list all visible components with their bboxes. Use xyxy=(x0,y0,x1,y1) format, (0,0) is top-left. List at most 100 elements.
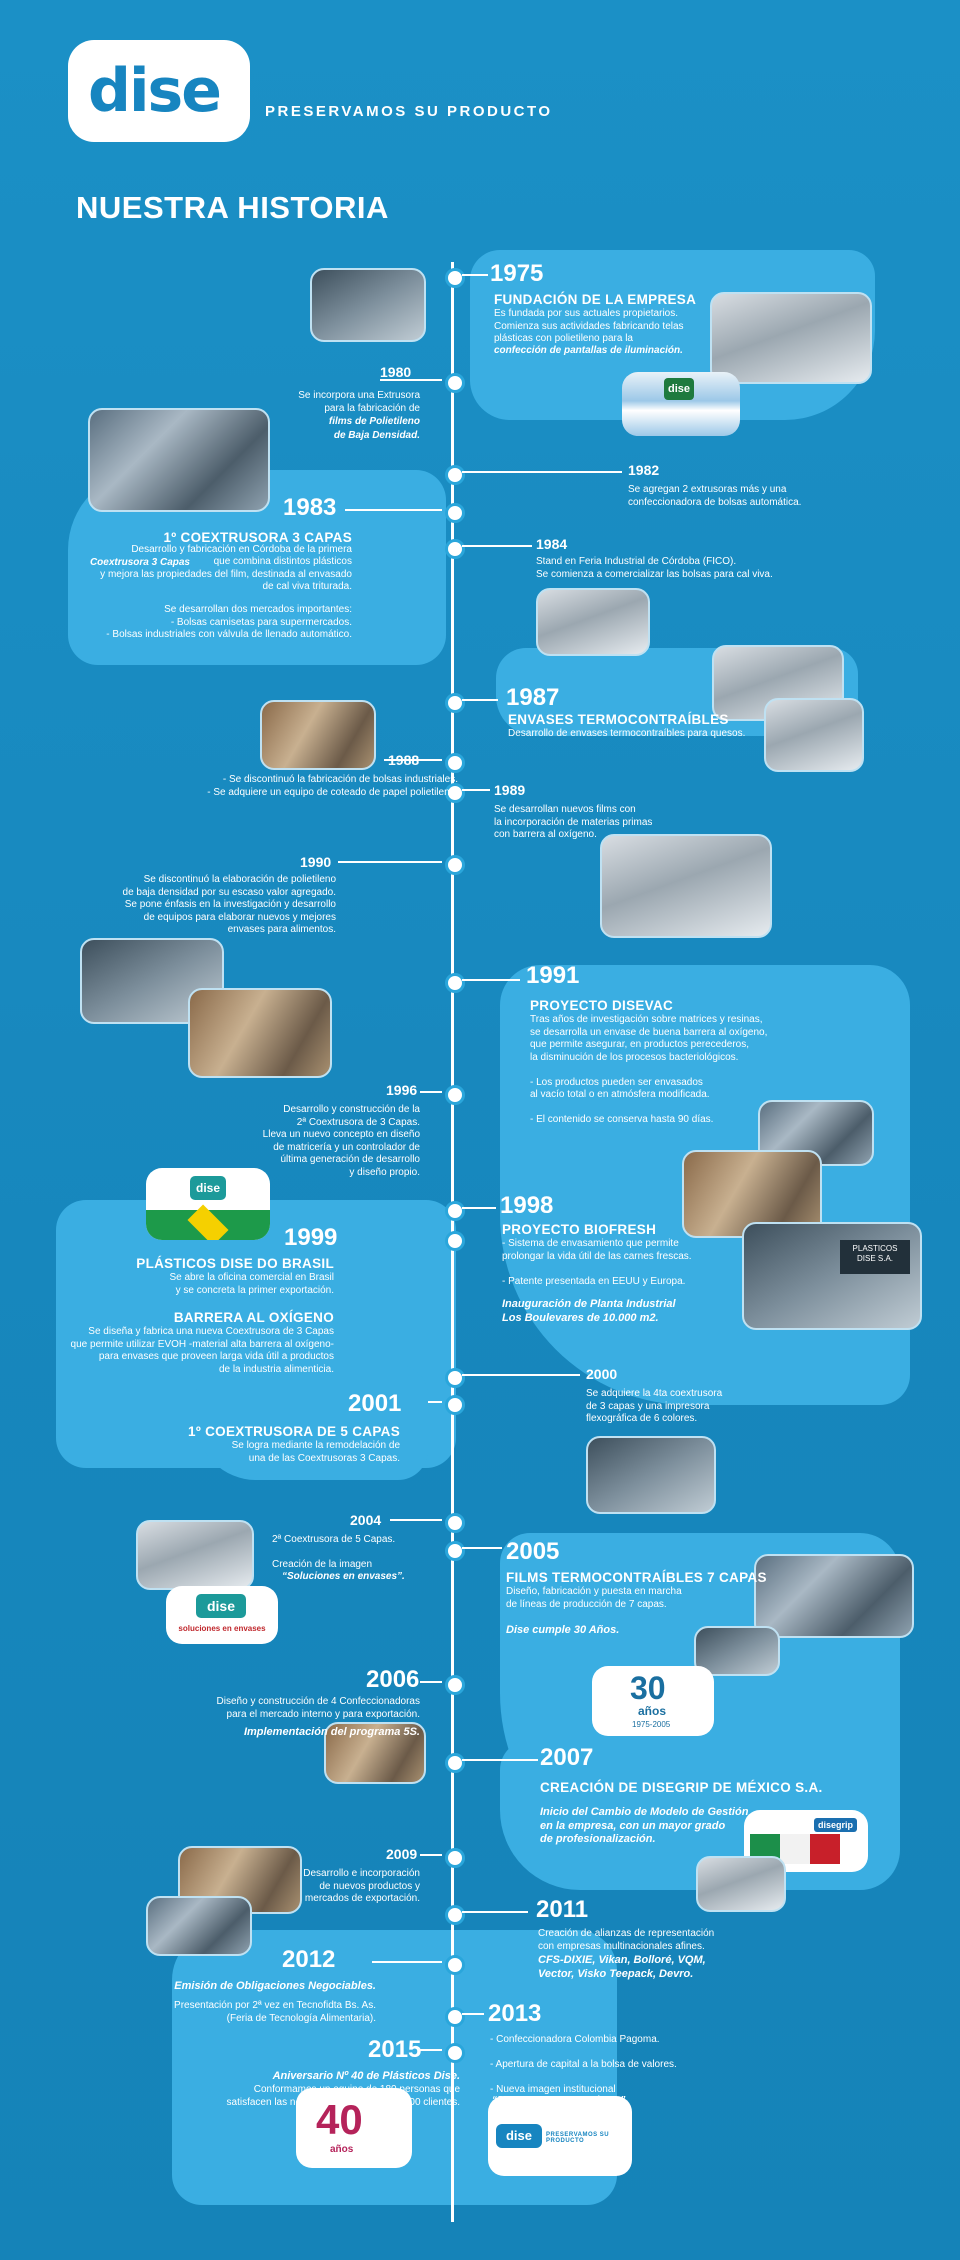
title-2001: 1º COEXTRUSORA DE 5 CAPAS xyxy=(188,1424,400,1439)
soluciones-card: dise soluciones en envases xyxy=(166,1586,278,1644)
dot-2015[interactable] xyxy=(445,2043,465,2063)
dot-2009[interactable] xyxy=(445,1848,465,1868)
dot-2013[interactable] xyxy=(445,2007,465,2027)
page-title: NUESTRA HISTORIA xyxy=(76,190,389,225)
text-1983-b: que combina distintos plásticos y mejora… xyxy=(100,556,352,592)
text-2004: 2ª Coextrusora de 5 Capas. Creación de l… xyxy=(272,1534,396,1570)
connector-2006 xyxy=(420,1681,442,1683)
highlight-1980: films de Polietileno de Baja Densidad. xyxy=(328,416,420,441)
brazil-dise-card: dise xyxy=(146,1168,270,1240)
text-1990: Se discontinuó la elaboración de polieti… xyxy=(122,874,336,935)
year-2001: 2001 xyxy=(348,1390,402,1417)
year-2005: 2005 xyxy=(506,1538,560,1565)
title-1983: 1º COEXTRUSORA 3 CAPAS xyxy=(163,530,352,545)
dise-logo[interactable]: dise xyxy=(68,40,250,142)
dot-1983[interactable] xyxy=(445,503,465,523)
connector-1996 xyxy=(420,1091,442,1093)
year-2012: 2012 xyxy=(282,1946,336,1973)
text-1999-b: Se diseña y fabrica una nueva Coextrusor… xyxy=(70,1326,334,1375)
lab-photo-1989 xyxy=(600,834,772,938)
new-identity-card: dise PRESERVAMOS SU PRODUCTO xyxy=(488,2096,632,2176)
connector-2005 xyxy=(462,1547,502,1549)
staff-photo-2009 xyxy=(146,1896,252,1956)
workers-photo-1990 xyxy=(188,988,332,1078)
connector-2000 xyxy=(462,1374,580,1376)
year-1987: 1987 xyxy=(506,684,560,711)
logo-text: dise xyxy=(88,56,222,126)
year-2011: 2011 xyxy=(536,1896,589,1923)
year-2004: 2004 xyxy=(350,1512,382,1528)
connector-1980 xyxy=(380,379,442,381)
machine-photo-2004 xyxy=(136,1520,254,1590)
text-2012: Presentación por 2ª vez en Tecnofidta Bs… xyxy=(174,2000,376,2024)
connector-2007 xyxy=(462,1759,538,1761)
dot-1999[interactable] xyxy=(445,1231,465,1251)
dot-1989[interactable] xyxy=(445,783,465,803)
highlight-2005: Dise cumple 30 Años. xyxy=(506,1624,620,1636)
text-1991: Tras años de investigación sobre matrice… xyxy=(530,1014,768,1125)
year-1991: 1991 xyxy=(526,962,580,989)
highlight-1975: confección de pantallas de iluminación. xyxy=(494,345,683,356)
connector-1988 xyxy=(384,759,442,761)
connector-1987 xyxy=(462,699,498,701)
year-2013: 2013 xyxy=(488,2000,542,2027)
new-identity-logo: dise xyxy=(496,2124,542,2148)
dot-1988[interactable] xyxy=(445,753,465,773)
dot-1980[interactable] xyxy=(445,373,465,393)
connector-1984 xyxy=(462,545,532,547)
text-1984: Stand en Feria Industrial de Córdoba (FI… xyxy=(536,556,773,580)
argentina-flag-card: dise xyxy=(622,372,740,436)
year-2007: 2007 xyxy=(540,1744,594,1771)
text-2009: Desarrollo e incorporación de nuevos pro… xyxy=(303,1868,420,1904)
highlight-2004: “Soluciones en envases”. xyxy=(282,1571,405,1582)
year-2009: 2009 xyxy=(386,1846,418,1862)
year-1983: 1983 xyxy=(283,494,337,521)
dot-2007[interactable] xyxy=(445,1753,465,1773)
dot-1990[interactable] xyxy=(445,855,465,875)
text-1983-c: Se desarrollan dos mercados importantes:… xyxy=(106,604,352,640)
connector-2001 xyxy=(428,1401,442,1403)
text-2006: Diseño y construcción de 4 Confeccionado… xyxy=(216,1696,420,1720)
dot-1996[interactable] xyxy=(445,1085,465,1105)
year-1990: 1990 xyxy=(300,854,332,870)
text-1988: - Se discontinuó la fabricación de bolsa… xyxy=(207,774,458,798)
dot-2001[interactable] xyxy=(445,1395,465,1415)
soluciones-logo-text: dise xyxy=(206,1598,235,1614)
text-2011: Creación de alianzas de representación c… xyxy=(538,1928,715,1952)
dot-2000[interactable] xyxy=(445,1368,465,1388)
lines-photo-2005 xyxy=(754,1554,914,1638)
connector-2004 xyxy=(390,1519,442,1521)
highlight-1983: Coextrusora 3 Capas xyxy=(89,557,190,568)
new-identity-logo-text: dise xyxy=(505,2128,532,2143)
highlight-2012: Emisión de Obligaciones Negociables. xyxy=(174,1980,376,1992)
machine-photo-2007 xyxy=(696,1856,786,1912)
dot-2006[interactable] xyxy=(445,1675,465,1695)
soluciones-dise-logo: dise xyxy=(196,1594,246,1618)
dot-1991[interactable] xyxy=(445,973,465,993)
text-2013: - Confeccionadora Colombia Pagoma. - Ape… xyxy=(490,2034,677,2095)
year-1975: 1975 xyxy=(490,260,544,287)
connector-2013 xyxy=(462,2013,484,2015)
dot-2012[interactable] xyxy=(445,1955,465,1975)
dot-1975[interactable] xyxy=(445,268,465,288)
text-1999: Se abre la oficina comercial en Brasil y… xyxy=(169,1272,334,1296)
title-1999: PLÁSTICOS DISE DO BRASIL xyxy=(136,1256,334,1271)
dot-1984[interactable] xyxy=(445,539,465,559)
text-1983-a: Desarrollo y fabricación en Córdoba de l… xyxy=(131,544,352,555)
year-1982: 1982 xyxy=(628,462,660,478)
mexico-white xyxy=(780,1834,810,1864)
dot-2011[interactable] xyxy=(445,1905,465,1925)
dot-1982[interactable] xyxy=(445,465,465,485)
plant-sign: PLASTICOS DISE S.A. xyxy=(840,1240,910,1274)
highlight-1998: Inauguración de Planta Industrial Los Bo… xyxy=(502,1298,676,1324)
title-1998: PROYECTO BIOFRESH xyxy=(502,1222,657,1237)
title-1975: FUNDACIÓN DE LA EMPRESA xyxy=(494,292,697,307)
text-2000: Se adquiere la 4ta coextrusora de 3 capa… xyxy=(586,1388,723,1424)
dot-1987[interactable] xyxy=(445,693,465,713)
year-2015: 2015 xyxy=(368,2036,422,2063)
dot-1998[interactable] xyxy=(445,1201,465,1221)
small-dise-logo: dise xyxy=(664,378,694,400)
text-1996: Desarrollo y construcción de la 2ª Coext… xyxy=(262,1104,420,1178)
dot-2005[interactable] xyxy=(445,1541,465,1561)
dot-2004[interactable] xyxy=(445,1513,465,1533)
